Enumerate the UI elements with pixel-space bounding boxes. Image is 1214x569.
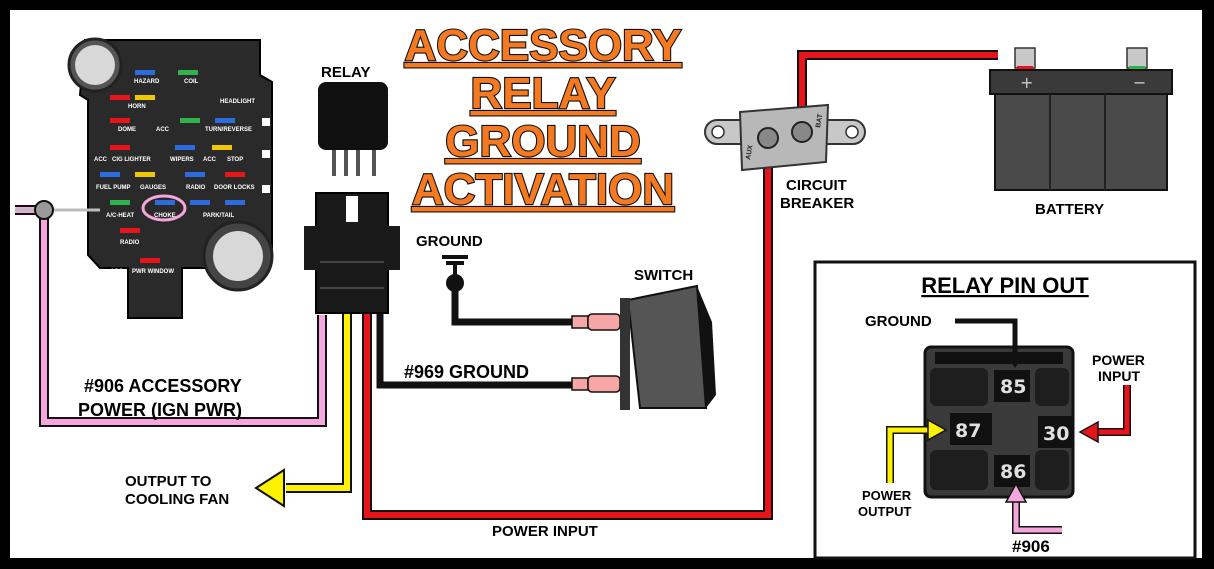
pinout-power-output-label-2: OUTPUT <box>858 504 912 519</box>
svg-text:+: + <box>1020 73 1033 92</box>
pinout-power-output-label-1: POWER <box>862 488 912 503</box>
breaker-body <box>738 103 830 172</box>
ground-label: GROUND <box>416 233 483 250</box>
fuse-label: ACC <box>156 127 170 133</box>
pin-86-label: 86 <box>1000 461 1026 483</box>
fuse-label: COIL <box>184 79 199 85</box>
wire-power-input-red <box>364 140 771 518</box>
title-line-2: RELAY <box>470 69 615 118</box>
pin-30-slot <box>1038 416 1072 448</box>
fuse-panel: HAZARD COIL HORN HEADLIGHT DOME ACC TURN… <box>67 37 274 319</box>
battery-negative-terminal <box>1126 47 1148 69</box>
fuse-label: RADIO <box>120 240 140 246</box>
pin-30-label: 30 <box>1043 423 1069 445</box>
pin-87-label: 87 <box>955 420 981 442</box>
fuse-label: CIG LIGHTER <box>112 157 151 163</box>
breaker-aux-label: AUX <box>745 144 755 160</box>
pinout-power-input-label-2: INPUT <box>1098 368 1140 384</box>
wire-969-ground <box>376 312 580 389</box>
fuse-label: DOOR LOCKS <box>214 185 255 191</box>
power-input-label: POWER INPUT <box>492 523 598 540</box>
fuse-label: TURN/REVERSE <box>205 127 252 133</box>
wire-969-label: #969 GROUND <box>404 362 529 382</box>
fuse-label: CHOKE <box>154 213 176 219</box>
wire-906-label-2: POWER (IGN PWR) <box>78 400 242 420</box>
switch-body <box>626 284 708 409</box>
pin-85-label: 85 <box>1000 376 1026 398</box>
fuse-label: FUEL PUMP <box>96 185 131 191</box>
circuit-breaker-label-2: BREAKER <box>780 195 854 212</box>
fuse-label: HORN <box>128 104 146 110</box>
choke-fuse-highlight <box>141 194 187 222</box>
pinout-title: RELAY PIN OUT <box>921 273 1089 298</box>
fuse-label: ACC <box>110 269 124 275</box>
fuse-label: PWR WINDOW <box>132 269 174 275</box>
title-line-1: ACCESSORY <box>404 21 681 70</box>
output-arrow <box>254 468 285 508</box>
output-label-1: OUTPUT TO <box>125 473 212 490</box>
fuse-label: RADIO <box>186 185 206 191</box>
wire-switch-ground <box>451 290 578 326</box>
output-label-2: COOLING FAN <box>125 491 229 508</box>
relay-pinout-box: RELAY PIN OUT 85 87 30 86 <box>813 260 1197 560</box>
fuse-label: PARK/TAIL <box>203 213 234 219</box>
relay-label: RELAY <box>321 64 370 81</box>
title-line-4: ACTIVATION <box>412 165 674 214</box>
pinout-power-output-wire <box>887 427 928 483</box>
breaker-bat-label: BAT <box>815 113 824 129</box>
switch-label: SWITCH <box>634 267 693 284</box>
battery: + − <box>989 47 1173 191</box>
battery-positive-terminal <box>1014 47 1036 69</box>
pin-85-slot <box>994 370 1030 402</box>
wires <box>15 50 998 520</box>
fuse-label: HAZARD <box>134 79 160 85</box>
pin-86-slot <box>994 455 1030 487</box>
fuse-label: DOME <box>118 127 136 133</box>
wire-output-yellow <box>286 312 350 491</box>
pinout-ground-label: GROUND <box>865 313 932 330</box>
svg-text:−: − <box>1133 73 1146 92</box>
battery-label: BATTERY <box>1035 201 1104 218</box>
fuse-label: WIPERS <box>170 157 194 163</box>
title-line-3: GROUND <box>445 117 641 166</box>
circuit-breaker: AUX BAT <box>704 103 866 172</box>
pinout-power-input-wire <box>1098 385 1130 435</box>
pinout-906-wire <box>1013 500 1062 533</box>
pinout-ground-wire <box>955 318 1018 355</box>
ground-symbol <box>442 255 468 292</box>
fuse-label: STOP <box>227 157 243 163</box>
pinout-906-label: #906 <box>1012 537 1050 556</box>
pin-87-slot <box>950 413 992 445</box>
fuse-label: ACC <box>203 157 217 163</box>
rocker-switch <box>571 284 716 410</box>
pinout-power-input-label-1: POWER <box>1092 352 1145 368</box>
battery-body <box>994 93 1168 191</box>
relay <box>304 82 400 314</box>
wire-battery-red <box>799 52 998 130</box>
splice-connector <box>34 200 54 220</box>
fuse-label: GAUGES <box>140 185 166 191</box>
circuit-breaker-label-1: CIRCUIT <box>786 177 847 194</box>
fuse-label: A/C-HEAT <box>106 213 135 219</box>
fuse-label: HEADLIGHT <box>220 99 255 105</box>
relay-body <box>318 82 388 150</box>
fuse-label: ACC <box>94 157 108 163</box>
diagram-title: ACCESSORY RELAY GROUND ACTIVATION <box>403 20 682 215</box>
wire-906-label-1: #906 ACCESSORY <box>84 376 242 396</box>
